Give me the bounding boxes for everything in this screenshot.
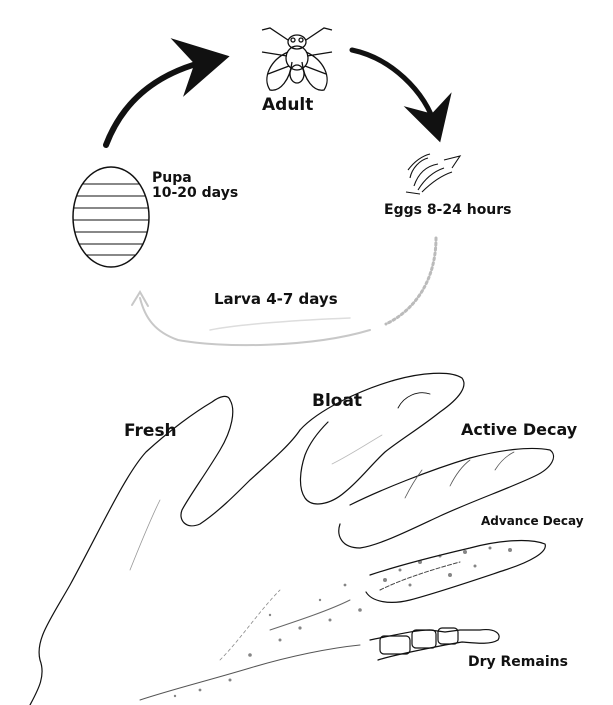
larva-label: Larva 4-7 days [214,291,338,308]
arrow-pupa-to-adult [106,60,212,145]
fly-icon [262,28,332,90]
decay-texture [174,547,512,698]
fresh-label: Fresh [124,422,177,441]
pupa-name: Pupa [152,171,238,186]
advance-decay-finger [366,541,545,603]
active-decay-finger [339,448,554,548]
eggs-icon [406,154,460,194]
arrow-adult-to-eggs [352,50,436,128]
active-decay-label: Active Decay [461,421,577,439]
pupa-duration: 10-20 days [152,186,238,201]
wrist-outline [30,396,230,705]
pupa-label: Pupa 10-20 days [152,171,238,202]
dry-remains-label: Dry Remains [468,655,568,670]
bloat-label: Bloat [312,392,362,411]
advance-decay-label: Advance Decay [481,515,584,528]
adult-label: Adult [262,96,313,115]
pupa-icon [73,167,149,267]
fresh-finger [181,400,300,526]
arrow-eggs-to-larva [386,238,436,324]
eggs-label: Eggs 8-24 hours [384,203,512,218]
